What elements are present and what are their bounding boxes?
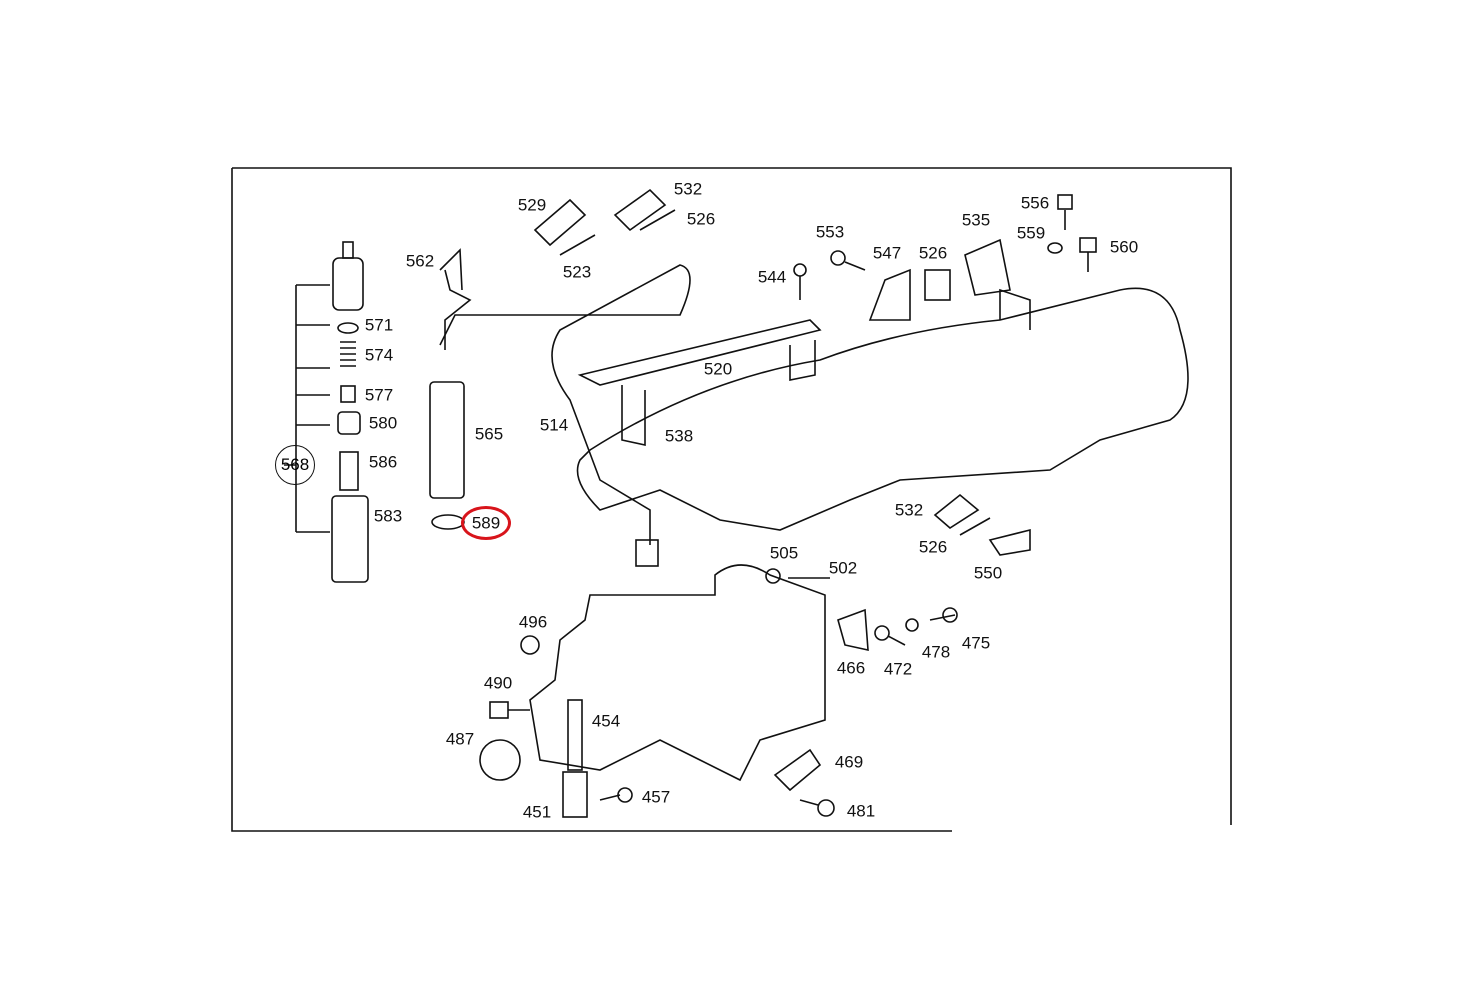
- part-label[interactable]: 544: [757, 267, 787, 287]
- group-bracket: [284, 284, 330, 533]
- part-label[interactable]: 514: [539, 415, 569, 435]
- part-label[interactable]: 526: [918, 243, 948, 263]
- fuel-line: [439, 264, 691, 567]
- part-label[interactable]: 451: [522, 802, 552, 822]
- part-label[interactable]: 532: [894, 500, 924, 520]
- part-label[interactable]: 490: [483, 673, 513, 693]
- part-label[interactable]: 526: [918, 537, 948, 557]
- part-label[interactable]: 532: [673, 179, 703, 199]
- part-label[interactable]: 469: [834, 752, 864, 772]
- intake-manifold: [576, 287, 1189, 531]
- highlight-circle: [461, 506, 511, 540]
- part-label[interactable]: 547: [872, 243, 902, 263]
- part-label[interactable]: 475: [961, 633, 991, 653]
- part-label[interactable]: 487: [445, 729, 475, 749]
- part-label[interactable]: 535: [961, 210, 991, 230]
- part-label[interactable]: 523: [562, 262, 592, 282]
- part-label[interactable]: 583: [373, 506, 403, 526]
- injector-parts: [331, 241, 472, 583]
- part-label[interactable]: 466: [836, 658, 866, 678]
- part-label[interactable]: 538: [664, 426, 694, 446]
- part-label[interactable]: 562: [405, 251, 435, 271]
- part-label[interactable]: 556: [1020, 193, 1050, 213]
- part-label[interactable]: 472: [883, 659, 913, 679]
- part-label[interactable]: 586: [368, 452, 398, 472]
- injection-pump: [479, 564, 826, 818]
- diagram-frame: [231, 167, 1232, 832]
- part-label[interactable]: 574: [364, 345, 394, 365]
- small-parts: [439, 188, 1097, 817]
- group-label-568: 568: [275, 445, 315, 485]
- part-label[interactable]: 529: [517, 195, 547, 215]
- part-label[interactable]: 457: [641, 787, 671, 807]
- part-label[interactable]: 502: [828, 558, 858, 578]
- part-label[interactable]: 550: [973, 563, 1003, 583]
- part-label[interactable]: 577: [364, 385, 394, 405]
- part-label[interactable]: 526: [686, 209, 716, 229]
- part-label[interactable]: 505: [769, 543, 799, 563]
- part-label[interactable]: 520: [703, 359, 733, 379]
- part-label[interactable]: 553: [815, 222, 845, 242]
- part-label[interactable]: 560: [1109, 237, 1139, 257]
- part-label[interactable]: 565: [474, 424, 504, 444]
- part-label[interactable]: 478: [921, 642, 951, 662]
- part-label[interactable]: 454: [591, 711, 621, 731]
- part-label[interactable]: 481: [846, 801, 876, 821]
- part-label[interactable]: 580: [368, 413, 398, 433]
- part-label[interactable]: 571: [364, 315, 394, 335]
- part-label[interactable]: 496: [518, 612, 548, 632]
- part-label-589-highlighted[interactable]: 589: [471, 513, 501, 533]
- part-label[interactable]: 559: [1016, 223, 1046, 243]
